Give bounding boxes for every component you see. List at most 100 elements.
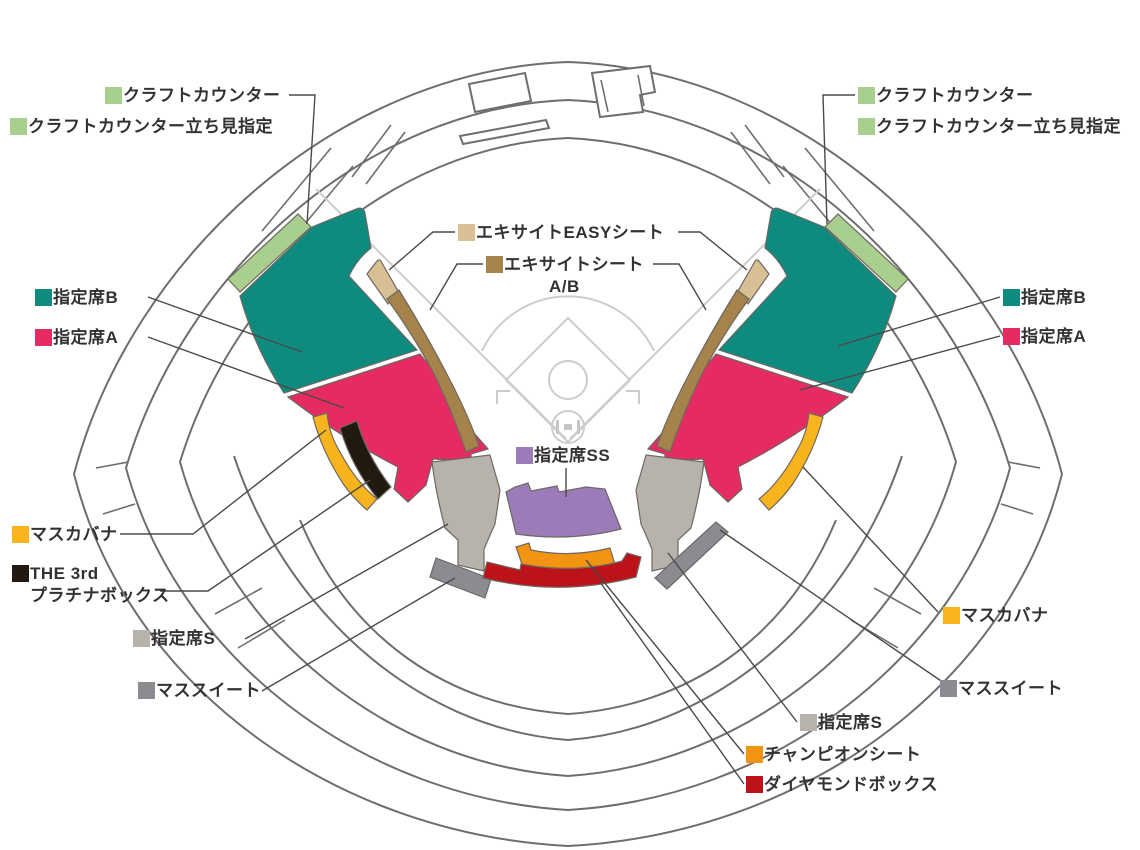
- seat-block-craft-counter-left[interactable]: [227, 213, 312, 293]
- seat-block-excite-ab-left[interactable]: [386, 289, 480, 453]
- craft-counter-label-right: クラフトカウンター: [876, 86, 1034, 105]
- shitei-b-swatch-right: [1003, 289, 1020, 306]
- legend-item-masu-suite-left: マススイート: [138, 681, 261, 700]
- shitei-a-swatch-right: [1003, 328, 1020, 345]
- craft-counter-standing-swatch-right: [858, 118, 875, 135]
- leader-masu-cabana-right: [802, 466, 939, 613]
- seat-blocks-right: [635, 207, 909, 590]
- masu-suite-swatch: [138, 682, 155, 699]
- legend-item-masu-cabana-left: マスカバナ: [12, 525, 118, 544]
- legend-item-shitei-ss: 指定席SS: [516, 445, 610, 465]
- legend-item-diamond-box: ダイヤモンドボックス: [746, 774, 938, 794]
- seat-block-shitei-b-left[interactable]: [239, 207, 419, 394]
- ramp-lines-left: [261, 124, 406, 250]
- craft-counter-standing-swatch: [10, 118, 27, 135]
- legend-item-excite-ab: エキサイトシート A/B: [486, 255, 644, 296]
- masu-suite-label-right: マススイート: [958, 679, 1063, 698]
- ramp-marks: [95, 124, 1041, 649]
- home-plate-icon: [556, 420, 580, 434]
- leader-shitei-b-right: [837, 296, 1001, 347]
- seat-block-shitei-ss[interactable]: [505, 482, 622, 538]
- excite-easy-label: エキサイトEASYシート: [476, 223, 664, 242]
- legend: クラフトカウンター クラフトカウンター立ち見指定 指定席B 指定席A マスカバナ…: [10, 86, 1121, 794]
- excite-easy-swatch: [458, 224, 475, 241]
- seat-block-shitei-b-right[interactable]: [717, 207, 897, 394]
- seat-block-the-3rd-platinum-box[interactable]: [339, 420, 392, 500]
- legend-item-shitei-s-right: 指定席S: [800, 712, 882, 732]
- leader-craft-counter-right: [822, 94, 855, 225]
- batter-box-left: [496, 390, 510, 404]
- scoreboard-left-bar: [458, 118, 551, 146]
- craft-counter-standing-label: クラフトカウンター立ち見指定: [28, 116, 273, 136]
- seat-block-excite-ab-right[interactable]: [656, 289, 750, 453]
- the-3rd-swatch: [12, 565, 29, 582]
- seat-block-masu-cabana-right[interactable]: [758, 412, 824, 511]
- shitei-b-label-right: 指定席B: [1021, 287, 1086, 307]
- pitcher-mound: [548, 360, 588, 400]
- seat-blocks-left: [227, 207, 501, 599]
- shitei-a-label: 指定席A: [53, 327, 118, 347]
- leader-masu-suite-left: [261, 577, 456, 692]
- masu-cabana-label: マスカバナ: [30, 525, 118, 544]
- legend-item-craft-counter-left: クラフトカウンター: [105, 86, 281, 105]
- legend-item-excite-easy: エキサイトEASYシート: [458, 223, 664, 242]
- diamond-box-swatch: [746, 776, 763, 793]
- seat-block-craft-counter-right[interactable]: [824, 213, 909, 293]
- leader-excite-ab-left: [429, 263, 483, 311]
- masu-cabana-swatch-right: [943, 607, 960, 624]
- leader-shitei-a-left: [147, 336, 345, 409]
- masu-cabana-label-right: マスカバナ: [961, 606, 1049, 625]
- seat-block-masu-suite-left[interactable]: [429, 557, 492, 599]
- shitei-a-swatch: [35, 329, 52, 346]
- legend-item-shitei-a-right: 指定席A: [1003, 326, 1086, 346]
- scoreboard-right: [590, 64, 657, 119]
- legend-item-shitei-a-left: 指定席A: [35, 327, 118, 347]
- masu-cabana-swatch: [12, 526, 29, 543]
- leader-masu-cabana-left: [120, 429, 327, 535]
- outer-ring-1: [72, 60, 1064, 848]
- leader-shitei-s-left: [244, 523, 449, 640]
- ramp-lines-right: [730, 124, 875, 250]
- the-3rd-label-line2: プラチナボックス: [30, 585, 170, 605]
- leader-shitei-s-right: [667, 552, 798, 723]
- legend-item-masu-cabana-right: マスカバナ: [943, 606, 1049, 625]
- shitei-s-label: 指定席S: [151, 628, 215, 648]
- legend-item-champion-seat: チャンピオンシート: [746, 745, 921, 764]
- legend-item-craft-counter-standing-left: クラフトカウンター立ち見指定: [10, 116, 273, 136]
- masu-suite-label: マススイート: [156, 681, 261, 700]
- scoreboard-right-inner-line: [600, 74, 645, 113]
- leader-craft-counter-left: [289, 94, 316, 225]
- walkway-hatch-left: [95, 461, 286, 649]
- outer-ring-2: [124, 98, 1012, 812]
- champion-seat-swatch: [746, 746, 763, 763]
- leader-diamond-box: [599, 581, 745, 785]
- leader-champion-seat: [585, 559, 745, 755]
- home-plate-circle: [551, 410, 585, 444]
- shitei-s-swatch-right: [800, 714, 817, 731]
- the-3rd-label-line1: THE 3rd: [30, 564, 99, 583]
- diamond-box-label: ダイヤモンドボックス: [764, 774, 938, 794]
- seat-block-masu-suite-right[interactable]: [654, 521, 729, 590]
- scoreboard-structures: [458, 64, 657, 146]
- leader-shitei-b-left: [147, 296, 303, 353]
- seat-block-shitei-s-right[interactable]: [635, 454, 705, 572]
- legend-item-masu-suite-right: マススイート: [940, 679, 1063, 698]
- legend-item-shitei-s-left: 指定席S: [133, 628, 215, 648]
- shitei-a-label-right: 指定席A: [1021, 326, 1086, 346]
- champion-seat-label: チャンピオンシート: [764, 745, 921, 764]
- shitei-s-label-right: 指定席S: [818, 712, 882, 732]
- excite-ab-swatch: [486, 256, 503, 273]
- excite-ab-label-line1: エキサイトシート: [504, 255, 644, 274]
- batter-box-right: [626, 390, 640, 404]
- outfield-arc: [481, 295, 655, 352]
- leader-excite-ab-right: [653, 263, 707, 311]
- shitei-ss-swatch: [516, 447, 533, 464]
- seat-block-excite-easy-left[interactable]: [366, 259, 399, 306]
- shitei-ss-label: 指定席SS: [534, 445, 610, 465]
- legend-item-shitei-b-right: 指定席B: [1003, 287, 1086, 307]
- leader-the-3rd: [160, 479, 371, 592]
- seat-block-shitei-s-left[interactable]: [431, 454, 501, 572]
- craft-counter-swatch-right: [858, 87, 875, 104]
- craft-counter-label: クラフトカウンター: [123, 86, 281, 105]
- seat-block-excite-easy-right[interactable]: [737, 259, 770, 306]
